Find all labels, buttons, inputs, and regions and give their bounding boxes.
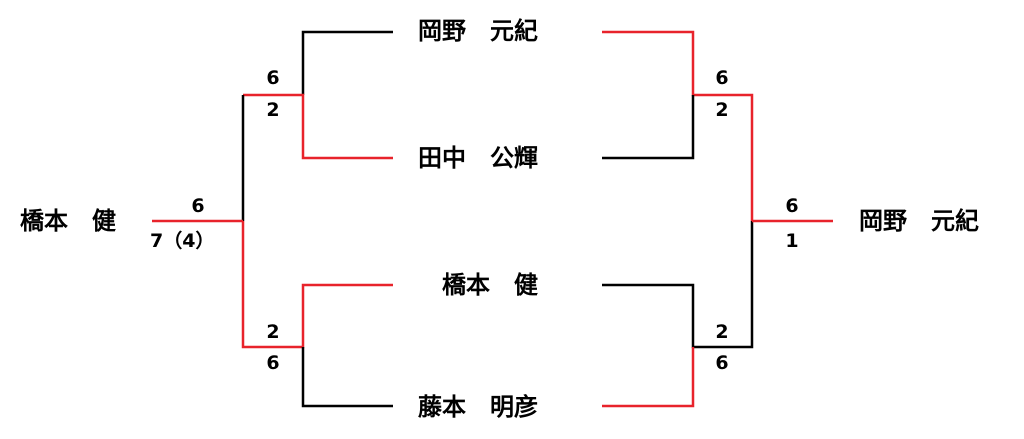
score-left-final-lower: 7（4） [150, 230, 215, 252]
line-left-top-loser [301, 30, 393, 95]
player-left-finalist: 橋本 健 [20, 207, 116, 235]
player-champion: 岡野 元紀 [859, 207, 979, 235]
line-right-bottom-winner [602, 347, 695, 408]
line-left-bottom-loser [301, 347, 393, 408]
score-right-final-lower: 1 [785, 230, 799, 252]
player-bottom2: 藤本 明彦 [418, 393, 538, 421]
player-top2: 田中 公輝 [418, 144, 538, 172]
score-right-top-lower: 2 [715, 99, 729, 121]
score-left-top-upper: 6 [266, 67, 280, 89]
score-left-final-upper: 6 [191, 195, 205, 217]
line-right-top-loser [602, 95, 695, 160]
player-top1: 岡野 元紀 [418, 17, 538, 45]
line-left-top-winner [243, 93, 393, 160]
line-right-top-winner [602, 30, 754, 221]
score-right-top-upper: 6 [715, 67, 729, 89]
score-left-top-lower: 2 [266, 99, 280, 121]
score-left-bottom-lower: 6 [266, 352, 280, 374]
score-left-bottom-upper: 2 [266, 321, 280, 343]
score-right-final-upper: 6 [785, 195, 799, 217]
player-bottom1: 橋本 健 [442, 271, 538, 299]
score-right-bottom-lower: 6 [715, 352, 729, 374]
score-right-bottom-upper: 2 [715, 321, 729, 343]
